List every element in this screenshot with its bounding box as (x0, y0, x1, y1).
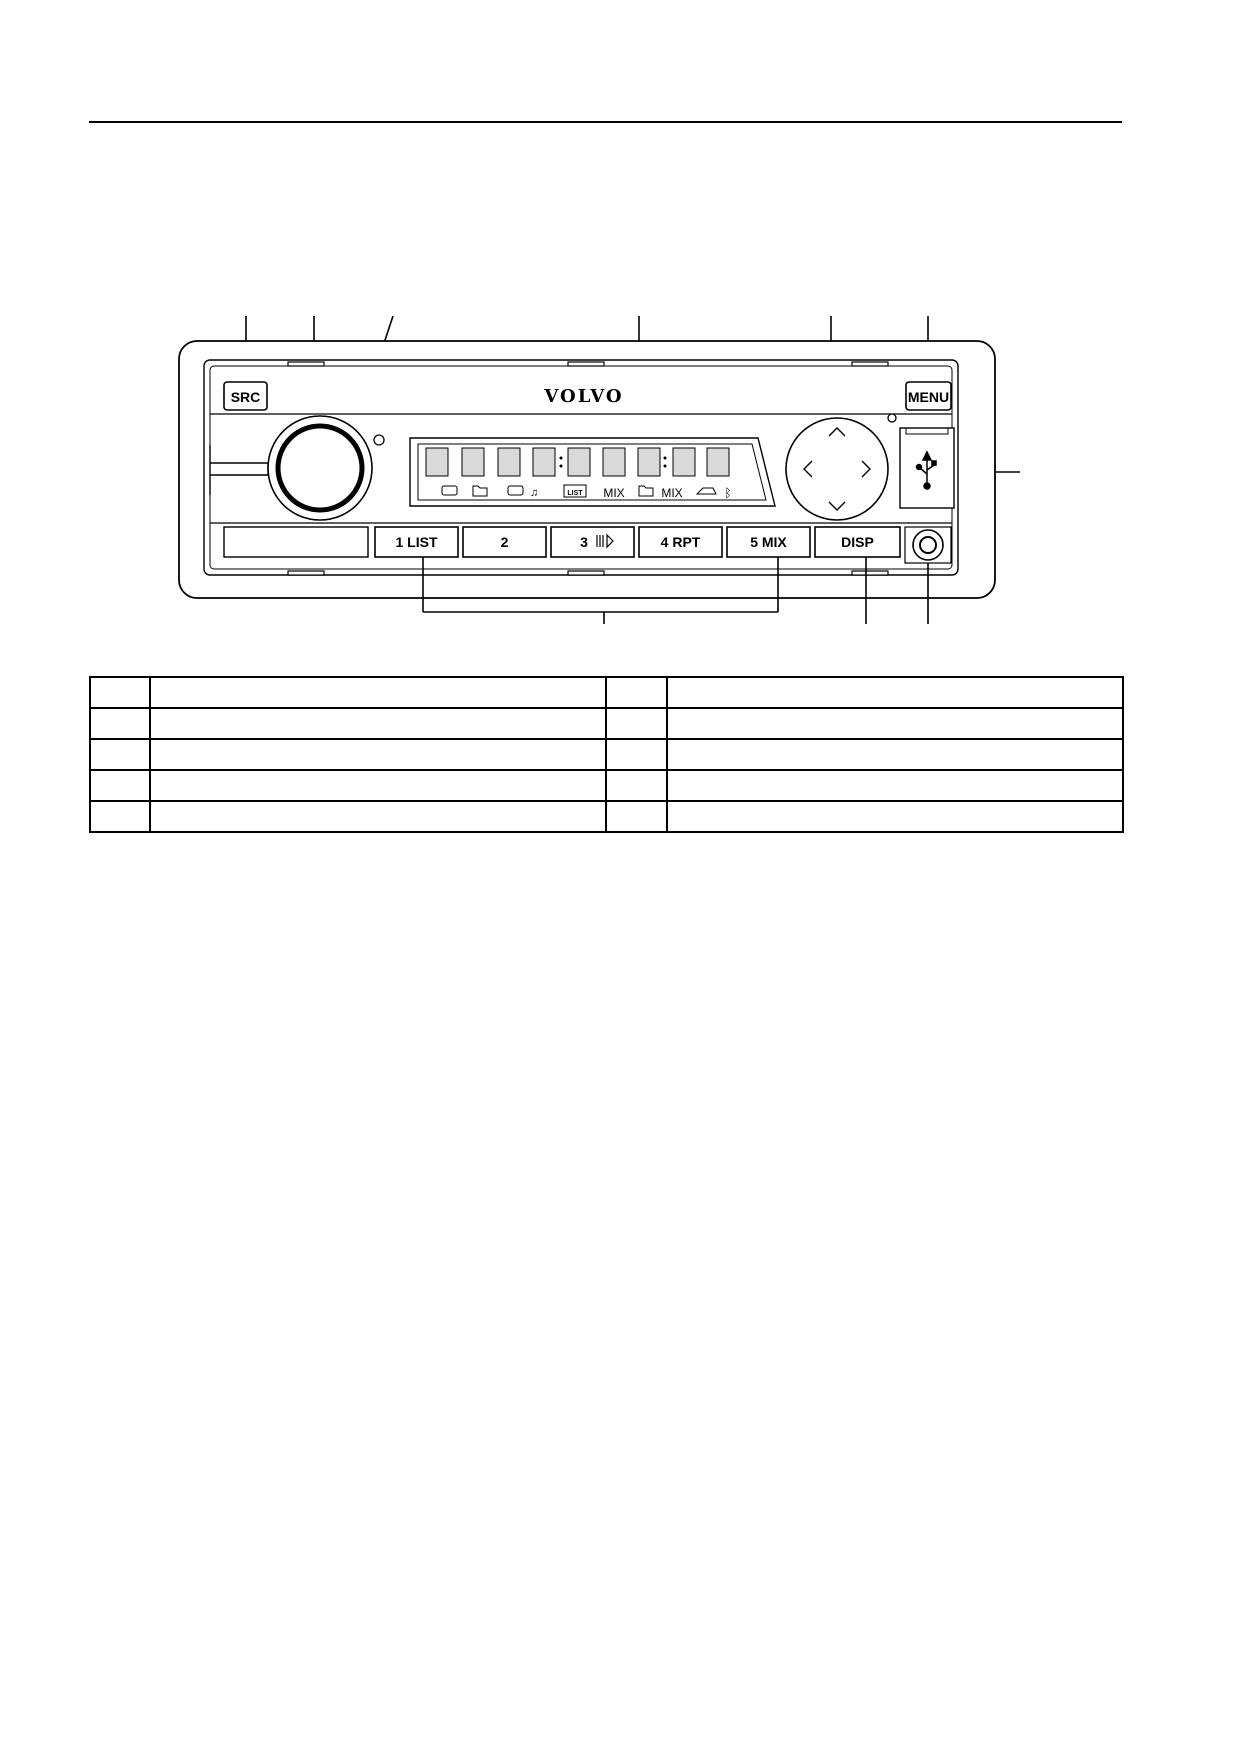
chevron-up-icon (828, 427, 846, 437)
svg-text:2: 2 (501, 534, 509, 550)
legend-number-cell (605, 800, 668, 833)
svg-text:4 RPT: 4 RPT (661, 534, 701, 550)
display-colon-dot (559, 464, 563, 468)
legend-table (88, 676, 1125, 833)
display-digit (532, 447, 556, 477)
list-indicator: LIST (567, 490, 583, 497)
legend-row (88, 769, 1125, 802)
preset-button-5[interactable]: 5 MIX (726, 526, 811, 558)
preset-button-3[interactable]: 3 (550, 526, 635, 558)
display-window: ♫ LIST MIX MIX ᛒ (409, 437, 776, 507)
volume-knob[interactable] (267, 415, 373, 521)
legend-text-cell (665, 769, 1125, 802)
preset-button-2[interactable]: 2 (462, 526, 547, 558)
legend-text-cell (665, 800, 1125, 833)
svg-text:DISP: DISP (841, 534, 874, 550)
legend-number-cell (605, 707, 668, 740)
usb-icon (915, 450, 937, 490)
indicator-led-right (887, 413, 897, 423)
svg-text:SRC: SRC (231, 389, 261, 405)
legend-text-cell (149, 800, 608, 833)
display-colon-dot (559, 456, 563, 460)
legend-number-cell (88, 738, 152, 771)
music-note-icon: ♫ (530, 487, 538, 499)
legend-number-cell (605, 738, 668, 771)
legend-text-cell (665, 707, 1125, 740)
legend-row (88, 707, 1125, 740)
mix-indicator: MIX (661, 486, 682, 500)
display-digit (425, 447, 449, 477)
legend-text-cell (149, 676, 608, 709)
display-digit (461, 447, 485, 477)
legend-number-cell (605, 676, 668, 709)
repeat-indicator-icon (507, 485, 524, 496)
display-colon-dot (663, 456, 667, 460)
chevron-right-icon (861, 460, 871, 478)
legend-number-cell (88, 707, 152, 740)
display-digit (497, 447, 521, 477)
bluetooth-icon: ᛒ (724, 486, 731, 500)
legend-text-cell (149, 738, 608, 771)
preset-button-4[interactable]: 4 RPT (638, 526, 723, 558)
phone-indicator-icon (695, 487, 717, 495)
list-indicator-box (563, 484, 587, 498)
legend-number-cell (88, 676, 152, 709)
nav-control[interactable] (785, 417, 889, 521)
svg-text:1 LIST: 1 LIST (395, 534, 437, 550)
svg-text:MENU: MENU (908, 389, 949, 405)
mix-indicator: MIX (603, 486, 624, 500)
radio-panel-illustration: SRC VOLVO MENU ♫ LIST MIX MIX ᛒ (178, 315, 1020, 624)
svg-text:5 MIX: 5 MIX (750, 534, 787, 550)
repeat-indicator-icon (441, 485, 458, 496)
legend-row (88, 800, 1125, 833)
aux-input-jack[interactable] (904, 526, 952, 564)
menu-button[interactable]: MENU (905, 381, 952, 411)
blank-panel (223, 526, 369, 558)
display-digit-group (425, 447, 730, 477)
bezel-tabs (287, 361, 889, 576)
legend-number-cell (88, 769, 152, 802)
legend-number-cell (88, 800, 152, 833)
usb-port[interactable] (899, 427, 955, 509)
display-digit (602, 447, 626, 477)
folder-indicator-icon (638, 485, 654, 497)
header-rule (89, 121, 1122, 123)
src-button[interactable]: SRC (223, 381, 268, 411)
display-colon-dot (663, 464, 667, 468)
brand-logo: VOLVO (543, 386, 623, 407)
chevron-left-icon (803, 460, 813, 478)
legend-row (88, 676, 1125, 709)
display-digit (637, 447, 661, 477)
display-digit (672, 447, 696, 477)
display-indicators: ♫ (441, 484, 717, 499)
legend-number-cell (605, 769, 668, 802)
legend-row (88, 738, 1125, 771)
disp-button[interactable]: DISP (814, 526, 901, 558)
folder-indicator-icon (472, 485, 488, 497)
display-digit (706, 447, 730, 477)
legend-text-cell (665, 738, 1125, 771)
svg-text:3: 3 (580, 534, 588, 550)
chevron-down-icon (828, 501, 846, 511)
callout-lines-bottom (422, 557, 929, 624)
preset-button-1[interactable]: 1 LIST (374, 526, 459, 558)
legend-text-cell (149, 769, 608, 802)
indicator-led-left (373, 434, 385, 446)
legend-text-cell (149, 707, 608, 740)
legend-text-cell (665, 676, 1125, 709)
play-pause-icon (596, 533, 614, 549)
display-digit (567, 447, 591, 477)
